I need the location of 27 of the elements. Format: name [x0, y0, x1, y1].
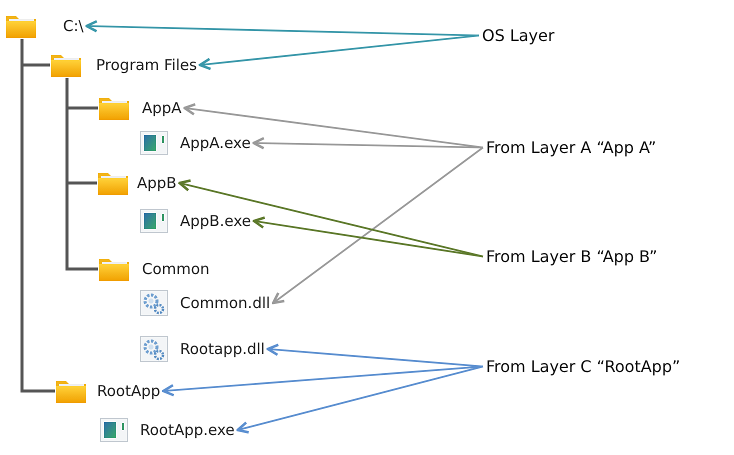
layer-label: From Layer A “App A” — [486, 136, 656, 159]
folder-name: AppB — [137, 174, 177, 192]
arrow — [183, 103, 484, 148]
tree-line — [66, 78, 98, 270]
folder-name: RootApp — [97, 382, 160, 400]
layer-label: OS Layer — [482, 24, 554, 47]
arrow — [252, 216, 484, 258]
arrow — [236, 366, 484, 434]
arrow — [252, 136, 484, 150]
folder-name: C:\ — [63, 17, 84, 35]
folder-name: Program Files — [96, 56, 197, 74]
file-name: Rootapp.dll — [180, 340, 265, 358]
file-name: RootApp.exe — [140, 421, 235, 439]
tree-line — [20, 39, 55, 392]
arrow — [162, 366, 484, 397]
file-name: AppA.exe — [180, 134, 251, 152]
file-name: Common.dll — [180, 294, 270, 312]
arrow — [272, 146, 484, 304]
layer-label: From Layer C “RootApp” — [486, 355, 680, 378]
folder-name: AppA — [142, 99, 182, 117]
layer-label: From Layer B “App B” — [486, 245, 658, 268]
arrow — [266, 344, 484, 368]
arrow — [198, 34, 480, 70]
folder-name: Common — [142, 260, 210, 278]
arrow — [178, 179, 484, 258]
file-name: AppB.exe — [180, 212, 251, 230]
arrow — [85, 20, 480, 36]
